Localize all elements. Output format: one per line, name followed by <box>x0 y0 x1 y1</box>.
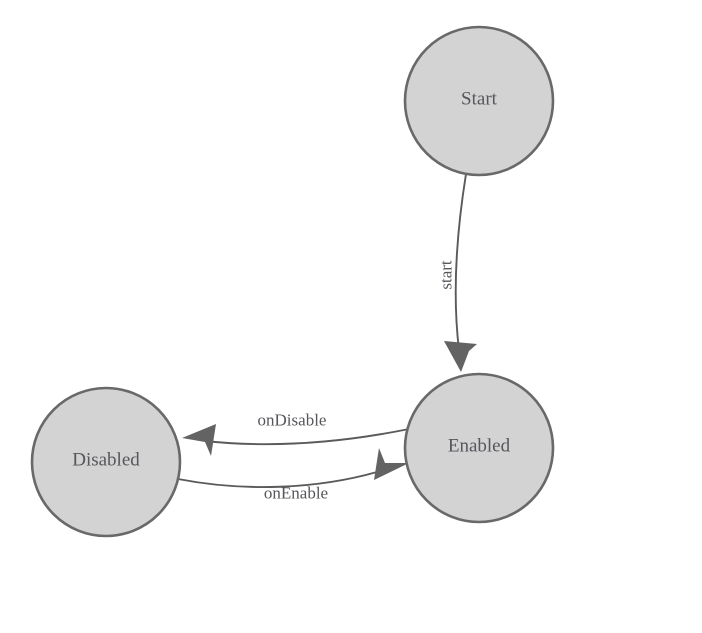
node-enabled-circle <box>403 372 555 524</box>
node-disabled[interactable]: Disabled <box>30 386 182 538</box>
node-enabled-label: Enabled <box>448 436 511 457</box>
edge-label-ondisable: onDisable <box>258 411 327 430</box>
edge-path-disabled-to-enabled <box>177 471 378 488</box>
edge-label-onenable: onEnable <box>264 484 328 503</box>
arrowhead-start-to-enabled <box>444 341 477 372</box>
edge-path-start-to-enabled <box>454 173 467 351</box>
node-enabled[interactable]: Enabled <box>403 372 555 524</box>
node-start-circle <box>403 25 555 177</box>
arrowhead-enabled-to-disabled <box>182 424 216 456</box>
node-disabled-label: Disabled <box>72 450 140 471</box>
edge-disabled-to-enabled[interactable]: onEnable <box>177 448 409 503</box>
node-start[interactable]: Start <box>403 25 555 177</box>
node-start-label: Start <box>461 89 498 110</box>
node-disabled-circle <box>30 386 182 538</box>
edge-enabled-to-disabled[interactable]: onDisable <box>182 411 410 457</box>
edge-path-enabled-to-disabled <box>204 428 410 446</box>
edge-label-start: start <box>437 260 456 290</box>
edge-start-to-enabled[interactable]: start <box>437 173 478 372</box>
arrowhead-disabled-to-enabled <box>374 448 409 480</box>
